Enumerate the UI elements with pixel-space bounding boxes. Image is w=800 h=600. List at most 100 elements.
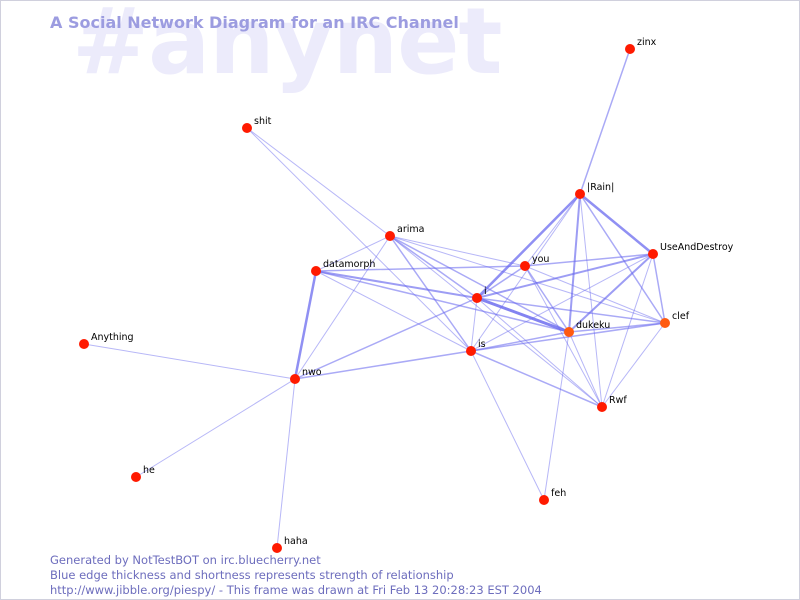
- edge-arima-you: [389, 235, 526, 267]
- edge-dukeku-rwf: [568, 331, 603, 408]
- edge-i-clef: [476, 297, 666, 324]
- node-label: he: [143, 465, 155, 476]
- edge-arima-i: [389, 235, 478, 299]
- edge-you-rwf: [524, 265, 603, 408]
- node-dot: [564, 327, 574, 337]
- node-label: i: [484, 286, 487, 297]
- edge-is-rwf: [470, 350, 603, 408]
- edge-useanddestroy-rwf: [601, 253, 654, 408]
- footer-generator-line: Generated by NotTestBOT on irc.bluecherr…: [50, 553, 321, 567]
- node-label: Rwf: [609, 395, 627, 406]
- node-dot: [290, 374, 300, 384]
- node-rwf[interactable]: Rwf: [597, 395, 627, 412]
- footer-legend-line: Blue edge thickness and shortness repres…: [50, 568, 454, 582]
- edge-useanddestroy-you: [524, 253, 654, 267]
- edge-dukeku-clef: [568, 322, 666, 333]
- node-dot: [520, 261, 530, 271]
- node-feh[interactable]: feh: [539, 488, 566, 505]
- node-arima[interactable]: arima: [385, 224, 424, 241]
- edge-datamorph-dukeku: [315, 270, 570, 333]
- node-dot: [131, 472, 141, 482]
- node-useanddestroy[interactable]: UseAndDestroy: [648, 242, 734, 259]
- edge-datamorph-you: [315, 265, 526, 272]
- edge-you-dukeku: [524, 265, 570, 333]
- edge-dukeku-feh: [543, 331, 570, 501]
- edge-rain-is: [470, 193, 581, 352]
- edge-rain-you: [524, 193, 581, 267]
- node-dot: [472, 293, 482, 303]
- edge-shit-is: [246, 127, 472, 352]
- node-dot: [272, 543, 282, 553]
- node-dot: [575, 189, 585, 199]
- edge-i-nwo: [294, 297, 478, 380]
- edge-useanddestroy-dukeku: [568, 253, 654, 333]
- edge-anything-nwo: [83, 343, 296, 380]
- edge-rain-useanddestroy: [578, 192, 655, 256]
- edge-i-dukeku: [475, 296, 571, 334]
- node-dot: [660, 318, 670, 328]
- node-anything[interactable]: Anything: [79, 332, 134, 349]
- node-label: clef: [672, 311, 690, 322]
- node-label: |Rain|: [587, 182, 614, 193]
- node-dot: [625, 44, 635, 54]
- node-label: shit: [254, 116, 272, 127]
- edge-arima-dukeku: [389, 235, 570, 333]
- edge-you-i: [476, 265, 526, 299]
- channel-watermark: #anynet: [72, 0, 503, 95]
- edge-arima-rwf: [389, 235, 603, 408]
- node-datamorph[interactable]: datamorph: [311, 259, 375, 276]
- edge-rain-i: [475, 192, 582, 300]
- edge-datamorph-i: [315, 270, 478, 299]
- node-label: Anything: [91, 332, 134, 343]
- node-label: dukeku: [576, 320, 610, 331]
- node-dot: [539, 495, 549, 505]
- edge-arima-nwo: [294, 235, 391, 380]
- edge-dukeku-is: [470, 331, 570, 352]
- edge-datamorph-is: [315, 270, 472, 352]
- edge-zinx-rain: [579, 48, 631, 195]
- edge-useanddestroy-i: [476, 253, 654, 299]
- edge-rain-clef: [579, 193, 666, 324]
- node-label: datamorph: [323, 259, 375, 270]
- edge-rain-dukeku: [568, 193, 581, 333]
- edge-is-nwo: [294, 350, 472, 380]
- node-dot: [79, 339, 89, 349]
- footer-info: Generated by NotTestBOT on irc.bluecherr…: [50, 553, 542, 598]
- node-dot: [385, 231, 395, 241]
- node-nwo[interactable]: nwo: [290, 367, 322, 384]
- node-clef[interactable]: clef: [660, 311, 690, 328]
- node-haha[interactable]: haha: [272, 536, 308, 553]
- edge-useanddestroy-is: [470, 253, 654, 352]
- node-you[interactable]: you: [520, 254, 549, 271]
- node-label: feh: [551, 488, 566, 499]
- node-label: UseAndDestroy: [660, 242, 734, 253]
- node-dot: [466, 346, 476, 356]
- node-zinx[interactable]: zinx: [625, 37, 657, 54]
- edge-is-feh: [470, 350, 545, 501]
- node-label: haha: [284, 536, 308, 547]
- node-is[interactable]: is: [466, 339, 486, 356]
- edges-layer: [83, 48, 666, 549]
- edge-rain-rwf: [579, 193, 603, 408]
- edge-datamorph-nwo: [293, 269, 318, 381]
- edge-nwo-he: [135, 378, 296, 478]
- node-dot: [597, 402, 607, 412]
- node-he[interactable]: he: [131, 465, 155, 482]
- node-shit[interactable]: shit: [242, 116, 272, 133]
- edge-arima-datamorph: [315, 235, 391, 272]
- edge-arima-is: [389, 235, 472, 352]
- node-dukeku[interactable]: dukeku: [564, 320, 610, 337]
- edge-clef-rwf: [601, 322, 666, 408]
- edge-you-clef: [524, 265, 666, 324]
- node-dot: [242, 123, 252, 133]
- node-dot: [311, 266, 321, 276]
- diagram-title: A Social Network Diagram for an IRC Chan…: [50, 13, 459, 32]
- node-i[interactable]: i: [472, 286, 487, 303]
- node-label: zinx: [637, 37, 657, 48]
- edge-shit-arima: [246, 127, 391, 237]
- edge-arima-clef: [389, 235, 666, 324]
- node-rain[interactable]: |Rain|: [575, 182, 614, 199]
- node-label: arima: [397, 224, 424, 235]
